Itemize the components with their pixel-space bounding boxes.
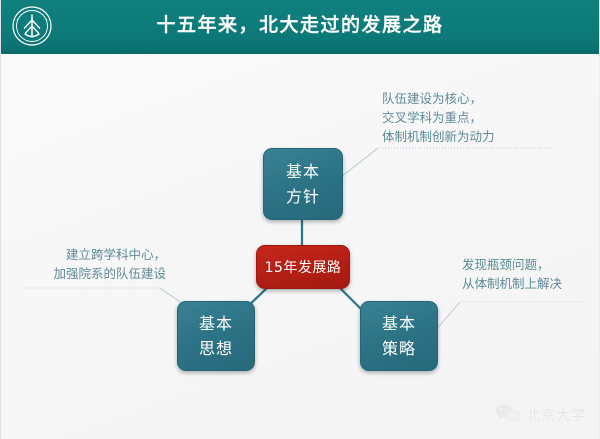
node-center-15-year-path[interactable]: 15年发展路 [256, 245, 350, 289]
watermark-text: 北京大学 [526, 408, 586, 424]
annotation-line: 建立跨学科中心， [65, 247, 166, 262]
wechat-icon [495, 403, 521, 427]
annotation-basic-strategy: 发现瓶颈问题， 从体制机制上解决 [462, 255, 562, 293]
annotation-line: 加强院系的队伍建设 [53, 266, 166, 281]
node-label-line1: 基本 [285, 162, 320, 181]
annotation-line: 体制机制创新为动力 [382, 129, 495, 144]
node-label-line2: 思想 [198, 339, 233, 358]
node-basic-strategy[interactable]: 基本 策略 [360, 301, 438, 371]
slide-header: 十五年来，北大走过的发展之路 [0, 0, 600, 54]
node-label-line1: 基本 [198, 314, 233, 333]
peking-university-seal-icon [12, 6, 52, 46]
node-label-line2: 方针 [285, 187, 320, 206]
node-label-center: 15年发展路 [264, 260, 342, 276]
annotation-line: 队伍建设为核心， [382, 91, 483, 106]
node-label-line1: 基本 [381, 314, 416, 333]
watermark: 北京大学 [495, 403, 586, 427]
header-bottom-strip [0, 50, 600, 54]
node-basic-guideline[interactable]: 基本 方针 [263, 148, 343, 220]
page-title: 十五年来，北大走过的发展之路 [156, 14, 444, 36]
annotation-basic-thought: 建立跨学科中心， 加强院系的队伍建设 [18, 245, 166, 283]
node-label-line2: 策略 [381, 339, 416, 358]
annotation-basic-guideline: 队伍建设为核心， 交叉学科为重点， 体制机制创新为动力 [382, 89, 495, 146]
annotation-line: 发现瓶颈问题， [462, 257, 550, 272]
node-basic-thought[interactable]: 基本 思想 [177, 301, 255, 371]
annotation-line: 交叉学科为重点， [382, 110, 483, 125]
annotation-line: 从体制机制上解决 [462, 276, 563, 291]
